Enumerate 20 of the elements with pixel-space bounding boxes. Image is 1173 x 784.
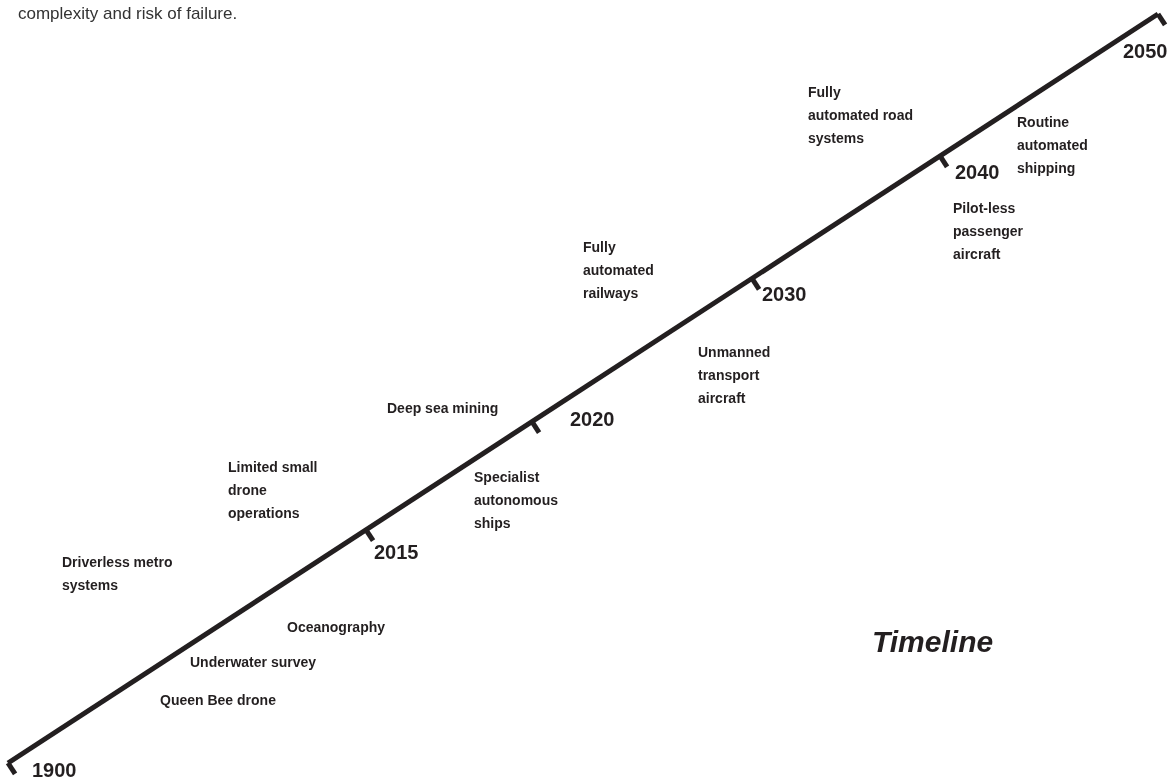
event-label: Pilot-less passenger aircraft: [953, 199, 1025, 264]
year-label: 2015: [374, 541, 419, 564]
event-label: Specialist autonomous ships: [474, 468, 559, 533]
event-label: Unmanned transport aircraft: [698, 343, 772, 408]
year-label: 2020: [570, 408, 615, 431]
event-label: Routine automated shipping: [1017, 113, 1089, 178]
year-label: 1900: [32, 759, 77, 782]
event-label: Oceanography: [287, 618, 386, 637]
event-label: Deep sea mining: [387, 399, 499, 418]
event-label: Underwater survey: [190, 653, 317, 672]
event-label: Queen Bee drone: [160, 691, 276, 710]
year-label: 2050: [1123, 40, 1168, 63]
year-label: 2040: [955, 161, 1000, 184]
event-label: Driverless metro systems: [62, 553, 174, 595]
note-text: complexity and risk of failure.: [18, 3, 238, 25]
event-label: Limited small drone operations: [228, 458, 319, 523]
event-label: Fully automated road systems: [808, 83, 913, 148]
event-label: Fully automated railways: [583, 238, 655, 303]
timeline-title: Timeline: [872, 630, 994, 653]
year-label: 2030: [762, 283, 807, 306]
